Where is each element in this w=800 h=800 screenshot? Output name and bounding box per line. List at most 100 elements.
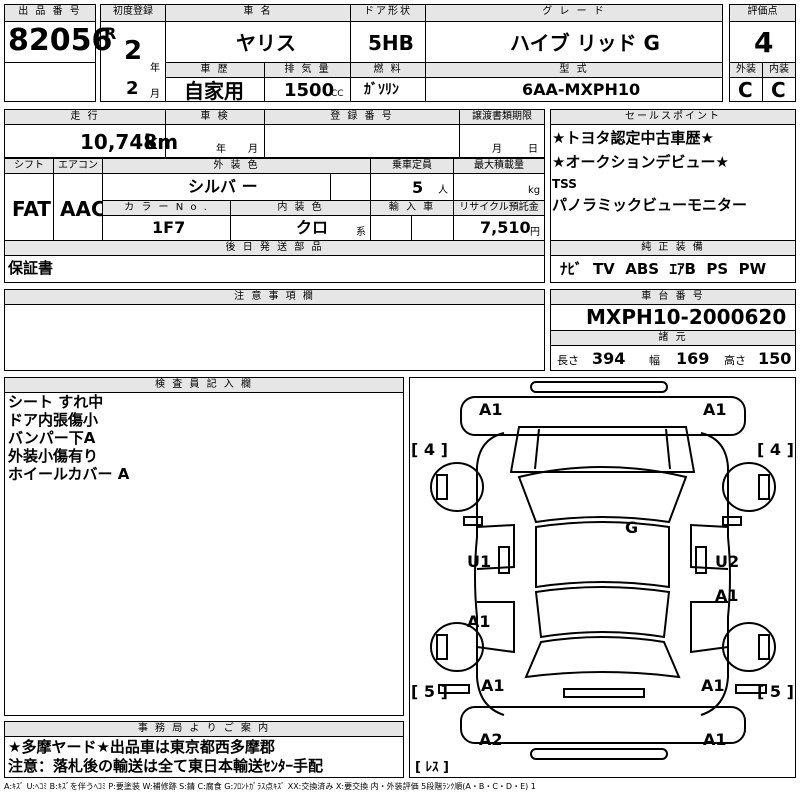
- damage-mark: G: [625, 518, 638, 537]
- load-unit: kg: [528, 185, 541, 196]
- int-color-value: クロ: [296, 218, 329, 237]
- damage-mark: A1: [481, 676, 505, 695]
- width-label: 幅: [649, 354, 660, 367]
- car-name-header: 車 名: [165, 4, 351, 22]
- chassis-number: MXPH10-2000620: [586, 305, 787, 329]
- inspection-header: 車 検: [165, 109, 265, 125]
- load-header: 最大積載量: [453, 158, 545, 174]
- interior-cell: [762, 77, 796, 102]
- lot-blank-cell: [4, 62, 96, 102]
- exterior-value: C: [738, 78, 753, 102]
- damage-mark: A1: [701, 676, 725, 695]
- notes-header: 注 意 事 項 欄: [4, 289, 545, 305]
- recycle-header: リサイクル預託金: [453, 200, 545, 216]
- later-parts-header: 後 日 発 送 部 品: [4, 240, 545, 256]
- later-parts-value: 保証書: [8, 259, 54, 277]
- notes-cell: [4, 304, 545, 371]
- transfer-day-unit: 日: [528, 144, 538, 155]
- int-color-header: 内 装 色: [230, 200, 371, 216]
- capacity-header: 乗車定員: [370, 158, 454, 174]
- office-line-2: 注意：落札後の輸送は全て東日本輸送ｾﾝﾀｰ手配: [8, 757, 324, 775]
- damage-mark: A1: [703, 730, 727, 749]
- month-value: 2: [126, 78, 139, 99]
- chassis-header: 車 台 番 号: [550, 289, 796, 305]
- recycle-unit: 円: [530, 227, 540, 238]
- model-value: 6AA-MXPH10: [522, 80, 641, 99]
- width-value: 169: [676, 349, 710, 368]
- inspector-line: 外装小傷有り: [8, 447, 99, 465]
- equipment-value: ﾅﾋﾞ TV ABS ｴｱB PS PW: [560, 260, 767, 278]
- first-reg-header: 初度登録: [100, 4, 166, 22]
- damage-mark: A1: [715, 586, 739, 605]
- color-no-header: カ ラ ー N o .: [102, 200, 231, 216]
- transfer-month-unit: 月: [492, 144, 502, 155]
- damage-mark: U1: [467, 552, 491, 571]
- damage-mark: [ 5 ]: [757, 682, 794, 701]
- length-label: 長さ: [557, 354, 579, 367]
- score-value: 4: [754, 26, 774, 59]
- damage-mark: A1: [703, 400, 727, 419]
- color-no-value: 1F7: [152, 218, 186, 237]
- inspector-cell: [4, 392, 404, 716]
- inspector-line: ホイールカバー A: [8, 465, 130, 483]
- office-header: 事 務 局 よ り ご 案 内: [4, 721, 404, 737]
- model-header: 型 式: [425, 62, 723, 78]
- office-cell: [4, 736, 404, 778]
- damage-mark: A1: [479, 400, 503, 419]
- car-name: ヤリス: [236, 31, 296, 55]
- month-unit: 月: [150, 89, 160, 100]
- mileage-header: 走 行: [4, 109, 166, 125]
- history-header: 車 歴: [165, 62, 265, 78]
- damage-mark: [ 4 ]: [411, 440, 448, 459]
- equipment-cell: [550, 255, 796, 283]
- grade-value: ハイブ リッド G: [510, 31, 660, 55]
- dims-cell: [550, 345, 796, 371]
- ext-color-header: 外 装 色: [102, 158, 371, 174]
- ac-header: エアコン: [53, 158, 103, 174]
- inspection-month-unit: 月: [248, 144, 258, 155]
- mileage-unit: km: [144, 130, 179, 154]
- fuel-value: ｶﾞｿﾘﾝ: [364, 82, 399, 98]
- displacement-unit: CC: [331, 89, 344, 99]
- inspection-year-unit: 年: [216, 144, 226, 155]
- sales-point-line: ★オークションデビュー★: [552, 153, 729, 171]
- mileage-value: 10,748: [80, 130, 158, 154]
- damage-mark: [ 4 ]: [757, 440, 794, 459]
- inspector-line: ドア内張傷小: [8, 411, 99, 429]
- displacement-header: 排 気 量: [264, 62, 351, 78]
- score-header: 評価点: [729, 4, 796, 22]
- car-diagram: A1 A1 [ 4 ] [ 4 ] G U1 U2 A1 A1 A1 A1 [ …: [411, 381, 794, 775]
- inspector-line: バンパー下A: [8, 429, 96, 447]
- lot-number-header: 出 品 番 号: [4, 4, 96, 22]
- damage-mark: U2: [715, 552, 739, 571]
- inspector-line: シート すれ中: [8, 393, 104, 411]
- ext-color-divider: [330, 173, 371, 201]
- exterior-header: 外装: [729, 62, 763, 78]
- length-value: 394: [592, 349, 626, 368]
- sales-points-header: セールスポイント: [550, 109, 796, 125]
- year-unit: 年: [150, 63, 160, 74]
- damage-mark: A1: [467, 612, 491, 631]
- reg-no-header: 登 録 番 号: [264, 109, 460, 125]
- inspector-header: 検 査 員 記 入 欄: [4, 377, 404, 393]
- ac-value: AAC: [60, 197, 106, 221]
- later-parts-cell: [4, 255, 545, 283]
- legend: A:ｷｽﾞ U:ﾍｺﾐ B:ｷｽﾞを伴うﾍｺﾐ P:要塗装 W:補修跡 S:錆 …: [4, 782, 536, 791]
- import-cell-2: [411, 215, 454, 241]
- era-value: R: [104, 24, 117, 43]
- history-value: 自家用: [184, 79, 244, 103]
- damage-mark: [ 5 ]: [411, 682, 448, 701]
- interior-header: 内装: [762, 62, 796, 78]
- capacity-value: 5: [412, 178, 424, 197]
- ext-color-value: シルバ ー: [188, 177, 258, 196]
- import-cell: [370, 215, 412, 241]
- fuel-header: 燃 料: [350, 62, 426, 78]
- int-color-unit: 系: [356, 227, 366, 238]
- damage-mark: A2: [479, 730, 503, 749]
- import-header: 輸 入 車: [370, 200, 454, 216]
- reg-no-cell: [264, 124, 460, 158]
- door-value: 5HB: [368, 31, 414, 55]
- sales-point-line: TSS: [552, 177, 577, 191]
- sales-point-line: パノラミックビューモニター: [552, 196, 748, 214]
- grade-header: グ レ ー ド: [425, 4, 723, 22]
